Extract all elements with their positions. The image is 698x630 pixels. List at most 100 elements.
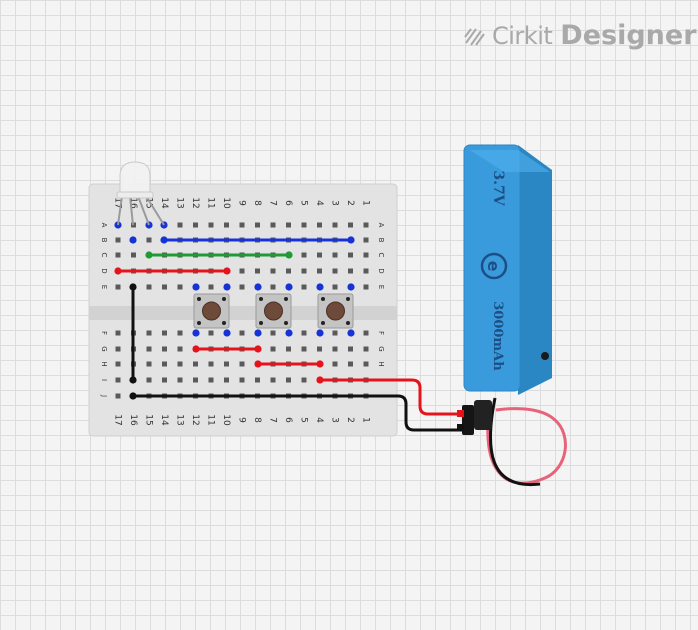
jst-connector[interactable] bbox=[457, 397, 567, 487]
breadboard-hole[interactable] bbox=[115, 346, 121, 352]
breadboard-hole[interactable] bbox=[239, 330, 245, 336]
breadboard-hole[interactable] bbox=[255, 222, 260, 228]
wire-endpoint[interactable] bbox=[254, 360, 262, 368]
breadboard-hole[interactable] bbox=[317, 346, 322, 352]
breadboard-hole[interactable] bbox=[208, 377, 214, 383]
breadboard-hole[interactable] bbox=[363, 252, 369, 258]
breadboard-hole[interactable] bbox=[162, 346, 167, 352]
button-pin[interactable] bbox=[347, 283, 355, 291]
button-pin[interactable] bbox=[316, 283, 324, 291]
button-pin[interactable] bbox=[254, 329, 262, 337]
pushbutton-3[interactable] bbox=[317, 293, 354, 329]
breadboard-hole[interactable] bbox=[363, 284, 369, 290]
breadboard-hole[interactable] bbox=[270, 330, 276, 336]
breadboard-hole[interactable] bbox=[177, 222, 183, 228]
wire-endpoint[interactable] bbox=[129, 392, 137, 400]
breadboard-hole[interactable] bbox=[301, 252, 307, 258]
wire-endpoint[interactable] bbox=[223, 267, 231, 275]
breadboard-hole[interactable] bbox=[332, 330, 338, 336]
breadboard-hole[interactable] bbox=[115, 361, 121, 367]
pushbutton-2[interactable] bbox=[255, 293, 292, 329]
breadboard-hole[interactable] bbox=[193, 361, 198, 367]
breadboard-hole[interactable] bbox=[301, 284, 307, 290]
button-pin[interactable] bbox=[223, 283, 231, 291]
breadboard-hole[interactable] bbox=[363, 237, 369, 243]
button-pin[interactable] bbox=[347, 329, 355, 337]
wire-endpoint[interactable] bbox=[316, 360, 324, 368]
breadboard-hole[interactable] bbox=[348, 268, 353, 274]
breadboard-hole[interactable] bbox=[208, 330, 214, 336]
breadboard-hole[interactable] bbox=[115, 284, 121, 290]
breadboard-hole[interactable] bbox=[286, 377, 291, 383]
button-pin[interactable] bbox=[285, 329, 293, 337]
breadboard-hole[interactable] bbox=[270, 346, 276, 352]
breadboard-hole[interactable] bbox=[332, 361, 338, 367]
breadboard-hole[interactable] bbox=[270, 284, 276, 290]
breadboard-hole[interactable] bbox=[348, 346, 353, 352]
wire-endpoint[interactable] bbox=[316, 376, 324, 384]
breadboard-hole[interactable] bbox=[115, 330, 121, 336]
wire-endpoint[interactable] bbox=[285, 251, 293, 259]
breadboard-hole[interactable] bbox=[255, 268, 260, 274]
breadboard-hole[interactable] bbox=[286, 268, 291, 274]
breadboard-hole[interactable] bbox=[115, 377, 121, 383]
breadboard-hole[interactable] bbox=[270, 377, 276, 383]
wire-endpoint[interactable] bbox=[192, 345, 200, 353]
breadboard-hole[interactable] bbox=[317, 252, 322, 258]
breadboard-hole[interactable] bbox=[208, 222, 214, 228]
breadboard-hole[interactable] bbox=[162, 330, 167, 336]
wire-black-battery[interactable] bbox=[131, 394, 464, 432]
breadboard-hole[interactable] bbox=[239, 377, 245, 383]
breadboard-hole[interactable] bbox=[301, 330, 307, 336]
breadboard-hole[interactable] bbox=[332, 252, 338, 258]
wire-red-battery[interactable] bbox=[318, 378, 464, 416]
breadboard-hole[interactable] bbox=[363, 330, 369, 336]
button-pin[interactable] bbox=[192, 329, 200, 337]
breadboard-hole[interactable] bbox=[255, 377, 260, 383]
wire-endpoint[interactable] bbox=[129, 236, 137, 244]
breadboard-hole[interactable] bbox=[332, 268, 338, 274]
breadboard-hole[interactable] bbox=[332, 346, 338, 352]
wire-endpoint[interactable] bbox=[254, 345, 262, 353]
breadboard-hole[interactable] bbox=[317, 268, 322, 274]
breadboard-hole[interactable] bbox=[363, 346, 369, 352]
breadboard-hole[interactable] bbox=[146, 284, 152, 290]
breadboard-hole[interactable] bbox=[332, 222, 338, 228]
wire-endpoint[interactable] bbox=[129, 376, 137, 384]
breadboard-hole[interactable] bbox=[239, 222, 245, 228]
breadboard-hole[interactable] bbox=[317, 222, 322, 228]
breadboard-hole[interactable] bbox=[301, 346, 307, 352]
breadboard-hole[interactable] bbox=[131, 222, 136, 228]
breadboard-hole[interactable] bbox=[301, 377, 307, 383]
breadboard-hole[interactable] bbox=[115, 393, 121, 399]
button-pin[interactable] bbox=[223, 329, 231, 337]
breadboard-hole[interactable] bbox=[177, 284, 183, 290]
breadboard-hole[interactable] bbox=[208, 284, 214, 290]
button-pin[interactable] bbox=[192, 283, 200, 291]
breadboard-hole[interactable] bbox=[363, 268, 369, 274]
battery-3v7[interactable]: e 3.7V 3000mAh bbox=[463, 144, 552, 395]
breadboard-hole[interactable] bbox=[224, 377, 229, 383]
breadboard-hole[interactable] bbox=[193, 222, 198, 228]
breadboard-hole[interactable] bbox=[348, 222, 353, 228]
breadboard-hole[interactable] bbox=[177, 361, 183, 367]
breadboard-hole[interactable] bbox=[332, 284, 338, 290]
breadboard-hole[interactable] bbox=[131, 252, 136, 258]
button-pin[interactable] bbox=[316, 329, 324, 337]
breadboard-hole[interactable] bbox=[286, 222, 291, 228]
button-pin[interactable] bbox=[285, 283, 293, 291]
breadboard-hole[interactable] bbox=[270, 222, 276, 228]
button-pin[interactable] bbox=[254, 283, 262, 291]
wire-endpoint[interactable] bbox=[160, 236, 168, 244]
pushbutton-1[interactable] bbox=[193, 293, 230, 329]
breadboard-hole[interactable] bbox=[115, 252, 121, 258]
breadboard-hole[interactable] bbox=[146, 237, 152, 243]
breadboard-hole[interactable] bbox=[146, 346, 152, 352]
breadboard-hole[interactable] bbox=[239, 361, 245, 367]
breadboard-hole[interactable] bbox=[162, 377, 167, 383]
breadboard-hole[interactable] bbox=[224, 361, 229, 367]
breadboard-hole[interactable] bbox=[363, 361, 369, 367]
breadboard-hole[interactable] bbox=[146, 330, 152, 336]
breadboard-hole[interactable] bbox=[177, 330, 183, 336]
breadboard-hole[interactable] bbox=[177, 377, 183, 383]
